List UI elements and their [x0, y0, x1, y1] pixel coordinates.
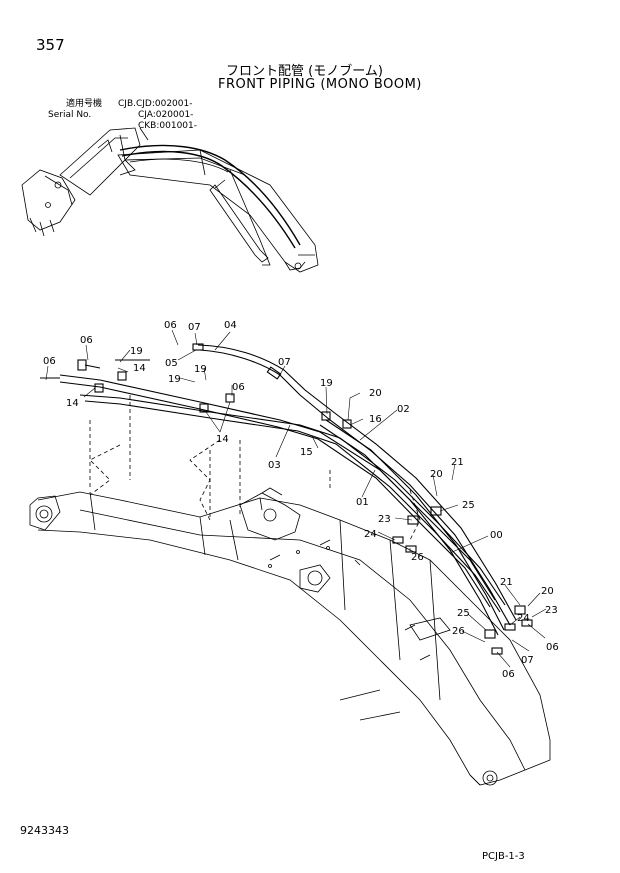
- callout-label: 23: [378, 514, 391, 525]
- callout-label: 14: [66, 398, 79, 409]
- callout-label: 05: [165, 358, 178, 369]
- callout-labels: 06 07 04 05 06 06 19 14 14 19 19 07 06 1…: [43, 320, 559, 680]
- callout-label: 06: [80, 335, 93, 346]
- page-title: FRONT PIPING (MONO BOOM): [218, 77, 422, 92]
- callout-label: 26: [452, 626, 465, 637]
- callout-label: 19: [194, 364, 207, 375]
- callout-label: 24: [364, 529, 377, 540]
- callout-label: 23: [545, 605, 558, 616]
- callout-label: 04: [224, 320, 237, 331]
- callout-label: 19: [320, 378, 333, 389]
- page-title-japanese: フロント配管 (モノブーム): [226, 64, 383, 79]
- overview-thumbnail: [21, 127, 319, 273]
- callout-label: 06: [164, 320, 177, 331]
- callout-label: 14: [216, 434, 229, 445]
- callout-label: 16: [369, 414, 382, 425]
- callout-label: 07: [278, 357, 291, 368]
- page-code: PCJB-1-3: [482, 851, 525, 862]
- callout-label: 25: [457, 608, 470, 619]
- callout-label: 20: [369, 388, 382, 399]
- document-number: 9243343: [20, 824, 69, 837]
- callout-label: 19: [130, 346, 143, 357]
- callout-label: 20: [430, 469, 443, 480]
- serial-code-1: CJB.CJD:002001-: [118, 99, 193, 109]
- callout-label: 15: [300, 447, 313, 458]
- callout-label: 25: [462, 500, 475, 511]
- callout-label: 24: [517, 613, 530, 624]
- callout-label: 06: [232, 382, 245, 393]
- callout-label: 00: [490, 530, 503, 541]
- pipe-lines: [40, 343, 533, 655]
- callout-label: 07: [521, 655, 534, 666]
- serial-label: Serial No.: [48, 110, 92, 120]
- boom-structure: [29, 395, 551, 786]
- callout-label: 20: [541, 586, 554, 597]
- callout-label: 19: [168, 374, 181, 385]
- callout-label: 07: [188, 322, 201, 333]
- callout-label: 06: [43, 356, 56, 367]
- serial-code-3: CKB:001001-: [138, 121, 197, 131]
- callout-label: 03: [268, 460, 281, 471]
- callout-label: 06: [502, 669, 515, 680]
- serial-label-japanese: 適用号機: [66, 99, 103, 109]
- callout-label: 01: [356, 497, 369, 508]
- serial-code-2: CJA:020001-: [138, 110, 194, 120]
- callout-label: 21: [500, 577, 513, 588]
- callout-label: 26: [411, 552, 424, 563]
- callout-label: 06: [546, 642, 559, 653]
- callout-label: 02: [397, 404, 410, 415]
- callout-label: 21: [451, 457, 464, 468]
- callout-label: 14: [133, 363, 146, 374]
- page-number: 357: [36, 36, 65, 54]
- leader-lines: [45, 329, 547, 668]
